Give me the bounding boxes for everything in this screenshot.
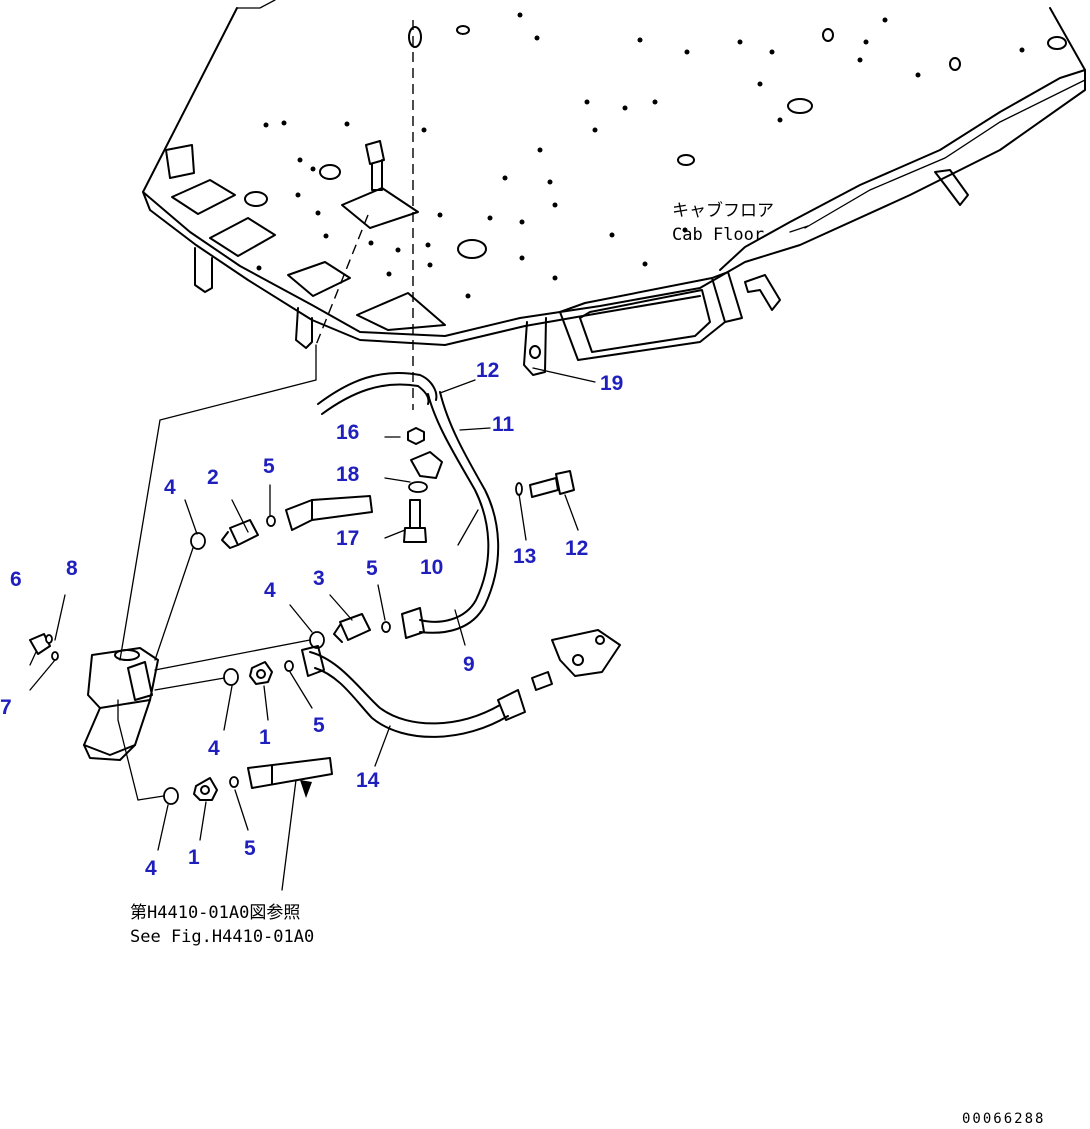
floor-label-en: Cab Floor — [672, 225, 764, 245]
callout-10: 10 — [420, 556, 443, 579]
callout-9: 9 — [463, 653, 475, 676]
callout-4a: 4 — [164, 476, 176, 499]
o-ring-4a — [190, 532, 206, 550]
callout-18: 18 — [336, 463, 360, 486]
callout-2: 2 — [207, 466, 219, 489]
callout-1a: 1 — [259, 726, 271, 749]
drawing-code: 00066288 — [962, 1111, 1045, 1127]
callout-15: 12 — [476, 359, 499, 382]
callout-3: 3 — [313, 567, 325, 590]
leader-lines — [29, 367, 596, 891]
callouts: 12 19 11 16 18 17 10 13 12 9 14 2 5 4 6 … — [0, 359, 623, 880]
hoses — [247, 372, 526, 789]
callout-17: 17 — [336, 527, 359, 550]
callout-19: 19 — [600, 372, 623, 395]
callout-12: 12 — [565, 537, 588, 560]
callout-13: 13 — [513, 545, 536, 568]
reference-note-jp: 第H4410-01A0図参照 — [130, 903, 300, 923]
o-ring-4c — [223, 668, 239, 686]
callout-5a: 5 — [263, 455, 275, 478]
callout-7: 7 — [0, 696, 12, 719]
callout-5d: 5 — [244, 837, 256, 860]
o-ring-4b — [309, 631, 325, 649]
callout-14: 14 — [356, 769, 380, 792]
callout-4c: 4 — [208, 737, 220, 760]
hydraulic-unit — [83, 647, 159, 761]
floor-label-jp: キャブフロア — [672, 200, 774, 221]
callout-4d: 4 — [145, 857, 157, 880]
callout-16: 16 — [336, 421, 359, 444]
callout-1b: 1 — [188, 846, 200, 869]
callout-4b: 4 — [264, 579, 276, 602]
callout-5b: 5 — [366, 557, 378, 580]
o-ring-4d — [163, 787, 179, 805]
reference-note-en: See Fig.H4410-01A0 — [130, 927, 314, 947]
callout-6: 6 — [10, 568, 22, 591]
cab-floor-plate — [142, 0, 1086, 376]
callout-11: 11 — [492, 413, 515, 436]
labels: キャブフロア Cab Floor 第H4410-01A0図参照 See Fig.… — [130, 200, 1045, 1127]
fittings — [29, 140, 621, 805]
guide-lines — [117, 20, 414, 801]
callout-8: 8 — [66, 557, 78, 580]
callout-5c: 5 — [313, 714, 325, 737]
